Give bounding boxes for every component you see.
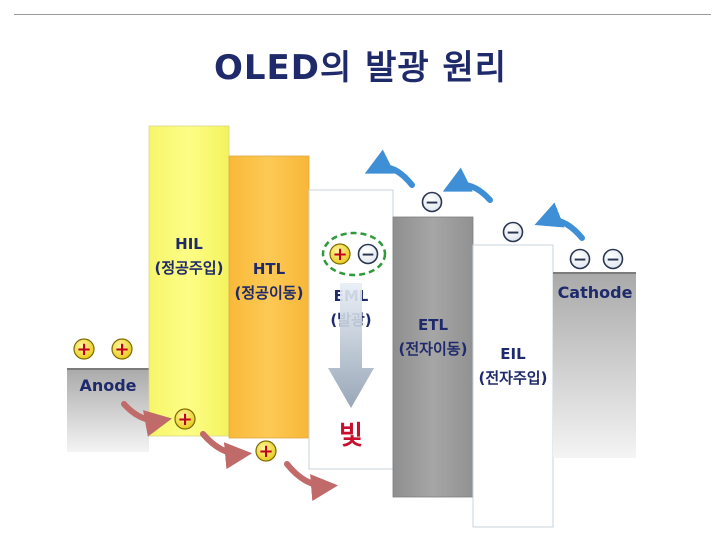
minus-circle-icon: − xyxy=(502,221,524,243)
layer-name-htl: HTL xyxy=(253,260,286,278)
electron-sign: − xyxy=(425,193,439,213)
minus-circle-icon: − xyxy=(357,243,379,265)
plus-circle-icon: + xyxy=(111,338,133,360)
layer-desc-htl: (정공이동) xyxy=(235,284,304,302)
light-label: 빛 xyxy=(339,421,363,451)
layer-desc-etl: (전자이동) xyxy=(399,340,468,358)
hole-sign: + xyxy=(76,339,91,360)
layer-etl xyxy=(392,216,474,498)
recombination-zone xyxy=(321,231,387,277)
layer-name-cathode: Cathode xyxy=(558,283,633,302)
minus-circle-icon: − xyxy=(569,248,591,270)
layer-desc-hil: (정공주입) xyxy=(155,259,224,277)
layer-desc-eil: (전자주입) xyxy=(479,369,548,387)
down-arrow-icon xyxy=(328,283,374,408)
top-divider xyxy=(14,14,711,15)
curved-arrow-icon xyxy=(534,202,585,241)
layer-cathode xyxy=(553,272,636,458)
hole-sign: + xyxy=(258,441,273,462)
layer-hil xyxy=(148,125,230,437)
electron-sign: − xyxy=(506,223,520,243)
curved-arrow-icon xyxy=(364,149,415,188)
layer-name-hil: HIL xyxy=(175,235,203,253)
minus-circle-icon: − xyxy=(421,191,443,213)
layer-name-etl: ETL xyxy=(418,316,448,334)
minus-circle-icon: − xyxy=(602,248,624,270)
plus-circle-icon: + xyxy=(329,243,351,265)
electron-sign: − xyxy=(606,250,620,270)
layer-name-anode: Anode xyxy=(79,376,136,395)
layer-eil xyxy=(472,244,554,528)
curved-arrow-icon xyxy=(284,461,339,502)
hole-sign: + xyxy=(177,409,192,430)
curved-arrow-icon xyxy=(200,431,253,470)
plus-circle-icon: + xyxy=(174,408,196,430)
plus-circle-icon: + xyxy=(255,440,277,462)
hole-sign: + xyxy=(114,339,129,360)
curved-arrow-icon xyxy=(442,167,493,203)
electron-sign: − xyxy=(573,250,587,270)
layer-name-eil: EIL xyxy=(500,345,526,363)
hole-sign: + xyxy=(332,244,347,265)
electron-sign: − xyxy=(361,245,375,265)
layer-anode xyxy=(67,368,149,452)
page-title: OLED의 발광 원리 xyxy=(213,48,508,88)
curved-arrow-icon xyxy=(121,401,172,437)
plus-circle-icon: + xyxy=(73,338,95,360)
